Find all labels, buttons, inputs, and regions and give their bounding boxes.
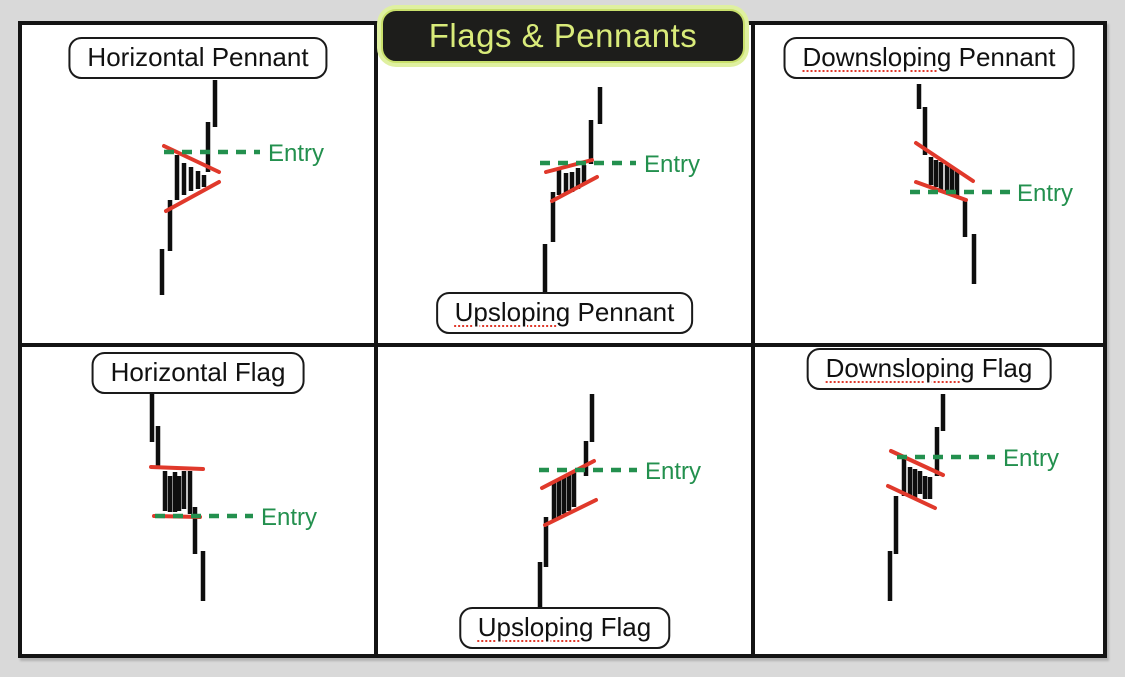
panel-upsloping-flag: Upsloping Flag Entry [378, 347, 751, 654]
panel-label-text: Pennant [570, 297, 675, 327]
pattern-canvas-upsloping-flag: Entry [537, 394, 701, 612]
entry-label: Entry [261, 504, 317, 531]
trendline [164, 180, 221, 213]
entry-label: Entry [268, 140, 324, 167]
panel-label-text: Horizontal Flag [110, 357, 286, 387]
panel-horizontal-flag: Horizontal Flag Entry [22, 347, 374, 654]
entry-label: Entry [645, 458, 701, 485]
panel-label-underlined-word: Upsloping [454, 297, 571, 327]
pattern-canvas-horizontal-flag: Entry [149, 394, 317, 601]
patterns-grid: Horizontal Pennant Entry Upsloping Penna… [18, 21, 1107, 658]
panel-label-upsloping-flag: Upsloping Flag [458, 607, 671, 649]
panel-label-downsloping-pennant: Downsloping Pennant [783, 37, 1075, 79]
trendline [550, 175, 599, 203]
panel-label-text: Horizontal Pennant [87, 42, 309, 72]
panel-downsloping-flag: Downsloping Flag Entry [755, 347, 1103, 654]
pattern-canvas-upsloping-pennant: Entry [540, 87, 700, 294]
panel-label-horizontal-pennant: Horizontal Pennant [68, 37, 328, 79]
panel-label-underlined-word: Downsloping [802, 42, 952, 72]
entry-label: Entry [1017, 180, 1073, 207]
panel-downsloping-pennant: Downsloping Pennant Entry [755, 25, 1103, 343]
pattern-canvas-downsloping-pennant: Entry [910, 84, 1073, 284]
page-title: Flags & Pennants [381, 9, 745, 63]
trendline [149, 465, 205, 471]
pattern-canvas-downsloping-flag: Entry [886, 394, 1059, 601]
panel-label-text: Flag [974, 353, 1033, 383]
entry-label: Entry [644, 151, 700, 178]
panel-label-text: Flag [593, 612, 652, 642]
panel-label-underlined-word: Downsloping [825, 353, 975, 383]
panel-label-downsloping-flag: Downsloping Flag [806, 348, 1052, 390]
panel-upsloping-pennant: Upsloping Pennant Entry [378, 25, 751, 343]
pattern-canvas-horizontal-pennant: Entry [159, 80, 324, 295]
trendline [543, 498, 598, 527]
trendline [914, 180, 968, 202]
panel-horizontal-pennant: Horizontal Pennant Entry [22, 25, 374, 343]
panel-label-text: Pennant [951, 42, 1056, 72]
panel-label-underlined-word: Upsloping [477, 612, 594, 642]
trendline [914, 141, 975, 183]
trendline [886, 484, 937, 510]
entry-label: Entry [1003, 445, 1059, 472]
trendline [540, 459, 596, 490]
panel-label-horizontal-flag: Horizontal Flag [91, 352, 305, 394]
panel-label-upsloping-pennant: Upsloping Pennant [435, 292, 694, 334]
